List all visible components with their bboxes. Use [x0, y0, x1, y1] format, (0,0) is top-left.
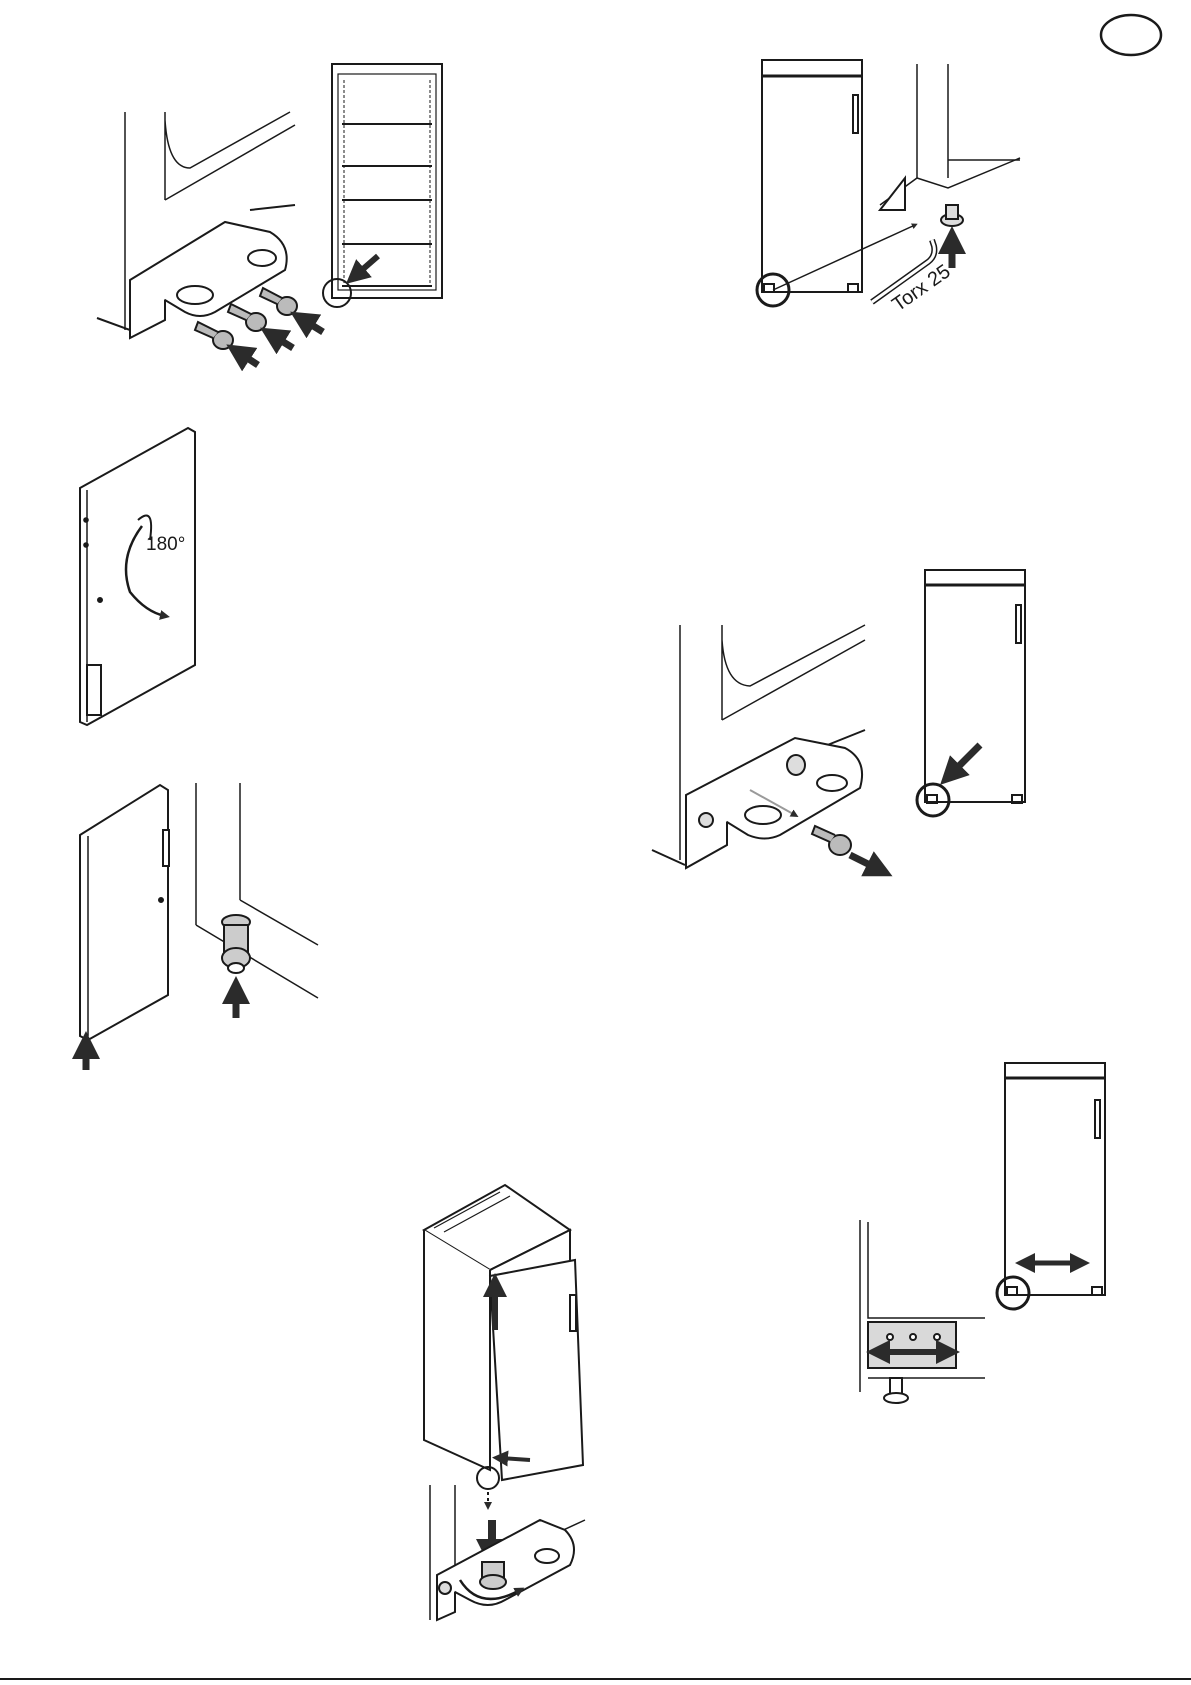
refrigerator-icon [925, 570, 1025, 803]
step-rotate-door: 180° [80, 428, 195, 725]
door-panel-icon [80, 785, 169, 1040]
screw-icon [812, 826, 851, 855]
step-unscrew-hinge-pin: Torx 25 [757, 60, 1020, 316]
step-adjust-door-alignment [860, 1063, 1105, 1403]
step-remove-hinge-screws [97, 64, 442, 365]
hinge-pin-icon [480, 1562, 506, 1589]
rotation-angle-label: 180° [146, 534, 185, 555]
language-badge [1101, 15, 1161, 55]
door-panel-icon [80, 428, 195, 725]
hinge-pin-icon [941, 205, 963, 226]
step-hinge-bracket-reposition [652, 570, 1025, 870]
refrigerator-icon [1005, 1063, 1105, 1295]
adjustment-hinge-icon [868, 1322, 956, 1403]
refrigerator-icon [762, 60, 862, 292]
refrigerator-icon [332, 64, 442, 298]
step-hang-door [424, 1185, 585, 1620]
hinge-pin-icon [222, 915, 250, 973]
door-panel-icon [490, 1260, 583, 1480]
footer-rule [0, 1678, 1191, 1680]
step-fit-pin [80, 783, 318, 1070]
